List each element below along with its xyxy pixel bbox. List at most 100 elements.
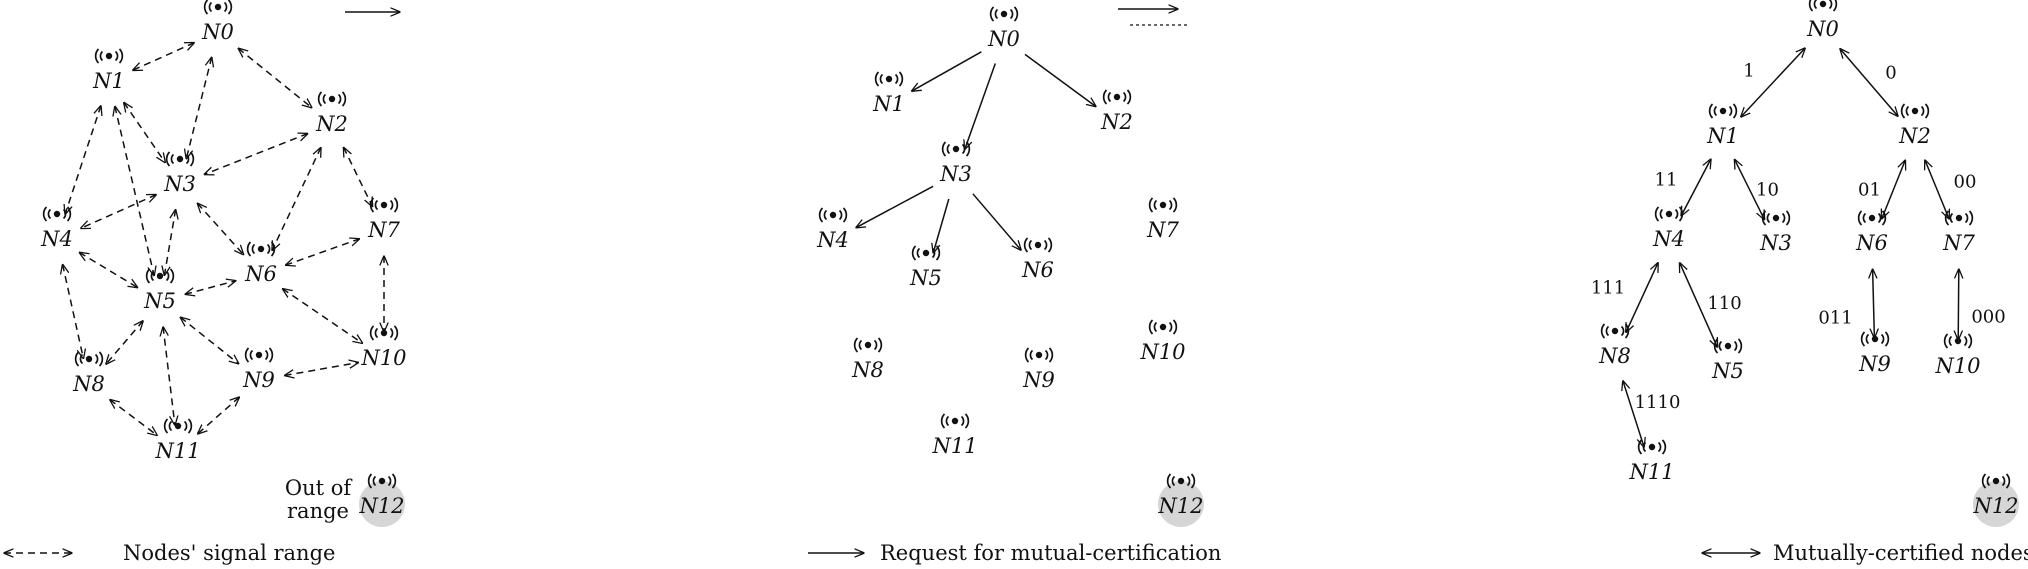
panel-c-node-n0: N0	[1806, 0, 1839, 41]
node-label: N9	[242, 368, 275, 392]
panel-a-edge-n3-n5	[164, 210, 175, 276]
node-label: N10	[1934, 354, 1980, 378]
node-label: N3	[939, 162, 972, 186]
panel-b-node-n11: N11	[931, 413, 978, 458]
node-label: N7	[1942, 231, 1975, 255]
node-label: N12	[358, 494, 404, 518]
panel-c-node-n12: N12	[1972, 473, 2019, 527]
node-label: N6	[1021, 258, 1054, 282]
radio-signal-icon	[1981, 473, 2011, 489]
legend-signal-range: Nodes' signal range	[123, 541, 335, 565]
panel-a-edge-n0-n2	[238, 48, 312, 107]
radio-signal-icon	[1102, 89, 1132, 105]
panel-c-edge-n0-n2	[1840, 49, 1898, 117]
panel-a-node-n8: N8	[72, 351, 105, 396]
panel-a-node-n11: N11	[154, 418, 201, 463]
node-label: N8	[851, 358, 884, 382]
node-label: N1	[1706, 124, 1739, 148]
radio-signal-icon	[853, 337, 883, 353]
radio-signal-icon	[1654, 206, 1684, 222]
node-label: N2	[1898, 124, 1931, 148]
panel-a-edge-n2-n6	[272, 148, 321, 251]
node-label: N12	[1972, 494, 2018, 518]
node-label: N0	[1806, 17, 1839, 41]
node-label: N4	[1652, 227, 1685, 251]
panel-a-node-n10: N10	[360, 325, 407, 370]
radio-signal-icon	[1708, 103, 1738, 119]
node-label: N12	[1157, 494, 1203, 518]
radio-signal-icon	[1900, 103, 1930, 119]
panel-a-node-n1: N1	[92, 48, 125, 93]
radio-signal-icon	[1600, 323, 1630, 339]
node-label: N8	[1598, 344, 1631, 368]
panel-b-node-n8: N8	[851, 337, 884, 382]
panel-c-edge-n1-n4	[1681, 159, 1711, 216]
panel-a-edge-n8-n11	[110, 400, 157, 436]
radio-signal-icon	[165, 151, 195, 167]
panel-a-node-n7: N7	[367, 197, 401, 242]
panel-c-edge-n7-n10	[1958, 269, 1959, 340]
node-label: N5	[909, 266, 942, 290]
panel-c-edge-label-n2-n6: 01	[1858, 180, 1881, 201]
panel-c-edge-label-n7-n10: 000	[1971, 307, 2005, 328]
legend-request: Request for mutual-certification	[880, 541, 1221, 565]
panel-c-node-n8: N8	[1598, 323, 1631, 368]
panel-c-edge-n2-n6	[1882, 160, 1906, 219]
panel-c-edge-n2-n7	[1925, 160, 1949, 219]
annotations-layer: Out of range Nodes' signal range Request…	[4, 9, 2028, 565]
radio-signal-icon	[317, 91, 347, 107]
panel-c-edge-label-n2-n7: 00	[1954, 172, 1977, 193]
panel-b-node-n7: N7	[1146, 197, 1180, 242]
panel-a-edge-n1-n4	[65, 106, 101, 215]
panel-a-edge-n5-n11	[163, 327, 175, 425]
radio-signal-icon	[94, 48, 124, 64]
panel-a-edge-n0-n3	[186, 57, 211, 159]
panel-a-edge-n2-n7	[344, 147, 373, 206]
panel-a-edge-n5-n8	[106, 321, 143, 364]
panel-b-edge-n0-n2	[1024, 53, 1096, 106]
panel-b-node-n6: N6	[1021, 237, 1054, 282]
radio-signal-icon	[1860, 331, 1890, 347]
panel-a-edge-n5-n6	[185, 281, 236, 295]
panel-a-node-n5: N5	[143, 268, 176, 313]
panel-c-edge-label-n8-n11: 1110	[1635, 392, 1681, 413]
node-label: N3	[1759, 231, 1792, 255]
panel-c-edge-n0-n1	[1741, 48, 1805, 117]
node-label: N5	[1711, 359, 1744, 383]
node-label: N6	[244, 262, 277, 286]
panel-b-node-n0: N0	[987, 6, 1020, 51]
node-label: N2	[315, 112, 348, 136]
radio-signal-icon	[244, 347, 274, 363]
panel-c-edge-n8-n11	[1623, 381, 1644, 447]
radio-signal-icon	[1944, 210, 1974, 226]
panel-c-edge-label-n0-n1: 1	[1743, 61, 1754, 82]
node-label: N5	[143, 289, 176, 313]
panel-c-node-n3: N3	[1759, 210, 1792, 255]
panel-c-edge-label-n4-n5: 110	[1707, 293, 1741, 314]
radio-signal-icon	[1166, 473, 1196, 489]
panel-a-node-n3: N3	[163, 151, 196, 196]
node-label: N11	[1628, 460, 1674, 484]
radio-signal-icon	[1023, 237, 1053, 253]
panel-c-edge-label-n6-n9: 011	[1818, 308, 1852, 329]
out-of-range-highlight	[1973, 481, 2019, 527]
panel-c-node-n10: N10	[1934, 333, 1981, 378]
panel-c-edge-label-n0-n2: 0	[1885, 63, 1896, 84]
panel-a-edge-n4-n8	[63, 264, 84, 358]
panel-a-node-n6: N6	[244, 241, 277, 286]
node-label: N11	[931, 434, 977, 458]
panel-c-edge-label-n4-n8: 111	[1591, 278, 1625, 299]
panel-b-edge-n0-n3	[965, 63, 997, 150]
node-label: N6	[1855, 231, 1888, 255]
node-label: N10	[1139, 340, 1185, 364]
panel-c-node-n9: N9	[1858, 331, 1891, 376]
radio-signal-icon	[369, 325, 399, 341]
panel-a-edge-n3-n6	[197, 203, 243, 254]
radio-signal-icon	[145, 268, 175, 284]
node-label: N7	[1146, 218, 1179, 242]
node-label: N11	[154, 439, 200, 463]
panel-c-node-n7: N7	[1942, 210, 1976, 255]
panel-a-edge-n5-n9	[180, 317, 238, 364]
